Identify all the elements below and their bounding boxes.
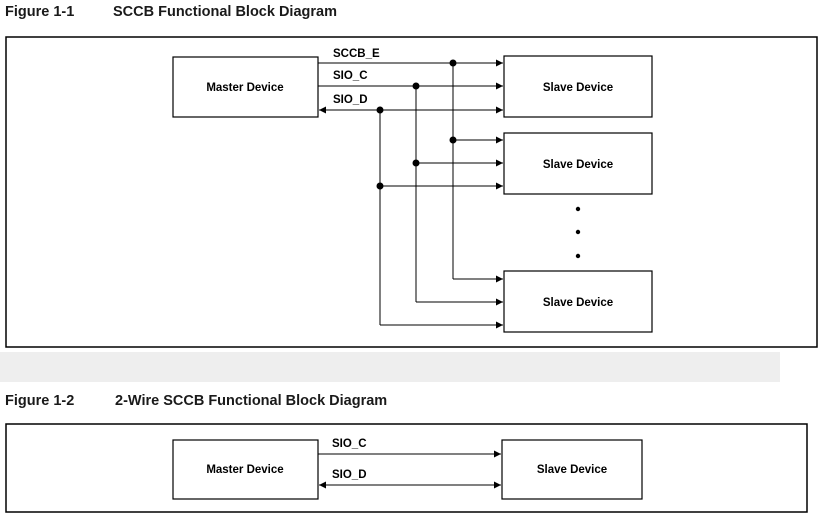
- sccb-e-label: SCCB_E: [333, 48, 380, 60]
- slave-device-label-3: Slave Device: [543, 297, 613, 309]
- slave-device-box-2: [503, 132, 653, 195]
- sio-c-bus: [318, 82, 503, 306]
- master-device-box-2wire: [172, 439, 319, 500]
- figure-1-number: Figure 1-1: [5, 4, 75, 20]
- figure-2-frame: [5, 423, 808, 513]
- master-device-label: Master Device: [206, 82, 283, 94]
- figure-2-title: Figure 1-2 2-Wire SCCB Functional Block …: [5, 393, 387, 409]
- slave-device-label-1: Slave Device: [543, 82, 613, 94]
- figure-2-number: Figure 1-2: [5, 393, 75, 409]
- slave-device-label-2wire: Slave Device: [537, 464, 607, 476]
- sio-d-label: SIO_D: [333, 94, 368, 106]
- figure-2-diagram: Master Device Slave Device SIO_C SIO_D: [5, 423, 808, 513]
- figure-1-name: SCCB Functional Block Diagram: [113, 4, 337, 20]
- sio-c-label: SIO_C: [333, 70, 368, 82]
- sio-d-bus: [319, 106, 503, 329]
- slave-device-box-2wire: [501, 439, 643, 500]
- slave-device-label-2: Slave Device: [543, 159, 613, 171]
- figure-1-title: Figure 1-1 SCCB Functional Block Diagram: [5, 4, 337, 20]
- figure-1-diagram: Master Device Slave Device Slave Device …: [5, 36, 818, 348]
- two-wire-bus: [318, 450, 501, 489]
- figure-1-frame: [5, 36, 818, 348]
- master-device-label-2wire: Master Device: [206, 464, 283, 476]
- figure-2-name: 2-Wire SCCB Functional Block Diagram: [115, 393, 388, 409]
- sio-d-label-2wire: SIO_D: [332, 469, 367, 481]
- slave-device-box-1: [503, 55, 653, 118]
- master-device-box: [172, 56, 319, 118]
- sccb-e-bus: [318, 59, 503, 283]
- slave-device-box-3: [503, 270, 653, 333]
- junction-dots: [376, 59, 457, 190]
- page-separator: [0, 352, 780, 382]
- ellipsis-dots: [575, 206, 581, 259]
- sio-c-label-2wire: SIO_C: [332, 438, 367, 450]
